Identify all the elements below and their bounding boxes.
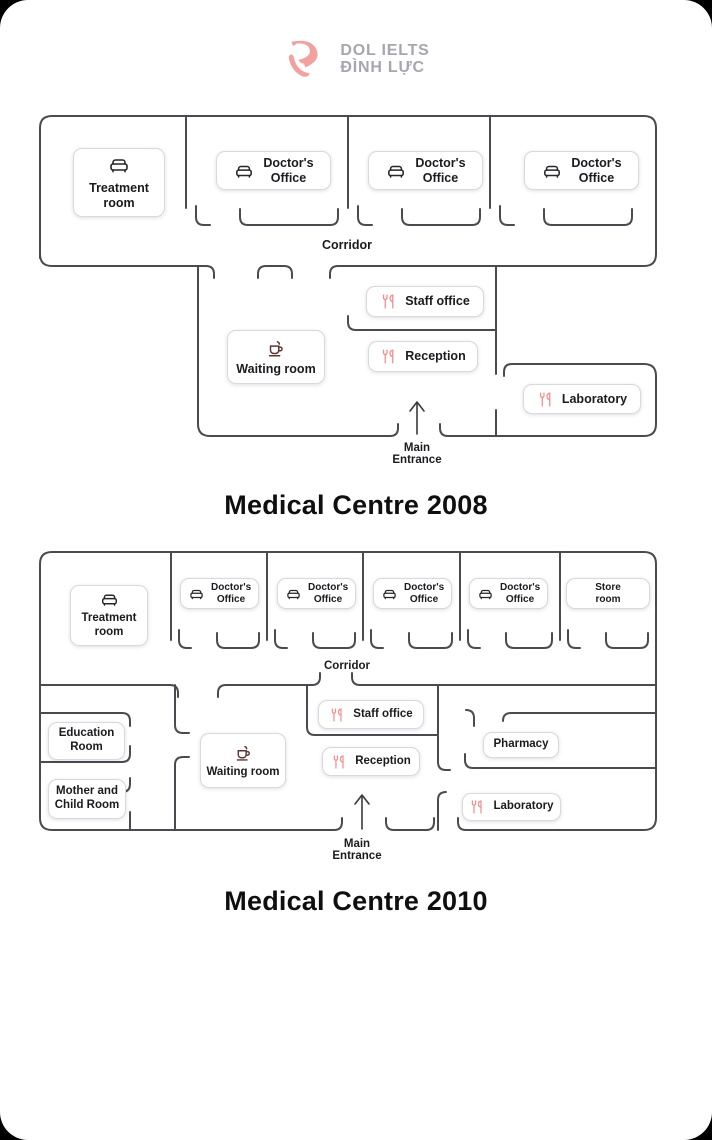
room-label-text: Mother and Child Room bbox=[54, 785, 120, 811]
room-label-text: Doctor's Office bbox=[308, 581, 349, 605]
brand-line2: ĐÌNH LỰC bbox=[340, 59, 425, 76]
room-label-store-room-2010: Store room bbox=[566, 578, 650, 609]
cutlery-icon bbox=[331, 754, 347, 770]
room-label-text: Doctor's Office bbox=[263, 155, 314, 185]
brand-name: DOL IELTS ĐÌNH LỰC bbox=[340, 42, 429, 76]
couch-icon bbox=[285, 587, 302, 601]
room-label-doctors-office-4-2010: Doctor's Office bbox=[469, 578, 548, 609]
corridor-label-2010: Corridor bbox=[324, 660, 370, 672]
room-label-text: Doctor's Office bbox=[211, 581, 252, 605]
brand-line1: DOL IELTS bbox=[340, 42, 430, 59]
room-label-treatment-2008: Treatment room bbox=[73, 148, 165, 217]
room-label-text: Pharmacy bbox=[493, 738, 549, 751]
main-entrance-label-2008: Main Entrance bbox=[392, 442, 442, 466]
room-label-reception-2010: Reception bbox=[322, 747, 420, 776]
room-label-text: Doctor's Office bbox=[500, 581, 541, 605]
coffee-cup-icon bbox=[264, 337, 288, 359]
room-label-text: Treatment room bbox=[81, 612, 137, 638]
room-label-text: Waiting room bbox=[206, 765, 280, 778]
cutlery-icon bbox=[537, 391, 554, 408]
main-entrance-label-2010: Main Entrance bbox=[332, 838, 382, 862]
room-label-text: Education Room bbox=[58, 727, 115, 753]
room-label-doctors-office-2-2010: Doctor's Office bbox=[277, 578, 356, 609]
cutlery-icon bbox=[469, 799, 485, 815]
couch-icon bbox=[385, 162, 407, 180]
room-label-education-room-2010: Education Room bbox=[48, 722, 125, 760]
map-title-2010: Medical Centre 2010 bbox=[224, 886, 488, 916]
room-label-waiting-room-2010: Waiting room bbox=[200, 733, 286, 788]
map-title-2008: Medical Centre 2008 bbox=[224, 490, 488, 520]
couch-icon bbox=[477, 587, 494, 601]
room-label-staff-office-2010: Staff office bbox=[318, 700, 424, 729]
couch-icon bbox=[233, 162, 255, 180]
room-label-doctors-office-2-2008: Doctor's Office bbox=[368, 151, 483, 190]
couch-icon bbox=[188, 587, 205, 601]
coffee-cup-icon bbox=[232, 742, 255, 763]
room-label-text: Waiting room bbox=[236, 362, 316, 377]
couch-icon bbox=[541, 162, 563, 180]
floorplan-2010-walls bbox=[39, 551, 657, 831]
room-label-text: Treatment room bbox=[89, 180, 149, 210]
couch-icon bbox=[107, 155, 131, 175]
room-label-text: Laboratory bbox=[561, 391, 628, 406]
room-label-doctors-office-3-2010: Doctor's Office bbox=[373, 578, 452, 609]
cutlery-icon bbox=[329, 707, 345, 723]
brand-logo: DOL IELTS ĐÌNH LỰC bbox=[0, 36, 712, 82]
room-label-text: Doctor's Office bbox=[404, 581, 445, 605]
room-label-pharmacy-2010: Pharmacy bbox=[483, 732, 559, 758]
dol-logo-icon bbox=[289, 40, 318, 77]
room-label-text: Staff office bbox=[353, 707, 413, 720]
cutlery-icon bbox=[380, 293, 397, 310]
room-label-doctors-office-3-2008: Doctor's Office bbox=[524, 151, 639, 190]
room-label-mother-child-room-2010: Mother and Child Room bbox=[48, 779, 126, 819]
room-label-laboratory-2008: Laboratory bbox=[523, 384, 641, 414]
couch-icon bbox=[381, 587, 398, 601]
floorplan-2008-walls bbox=[39, 115, 657, 437]
room-label-text: Laboratory bbox=[493, 800, 554, 813]
cutlery-icon bbox=[380, 348, 397, 365]
room-label-doctors-office-1-2010: Doctor's Office bbox=[180, 578, 259, 609]
room-label-text: Reception bbox=[355, 754, 411, 767]
room-label-doctors-office-1-2008: Doctor's Office bbox=[216, 151, 331, 190]
room-label-treatment-2010: Treatment room bbox=[70, 585, 148, 646]
room-label-laboratory-2010: Laboratory bbox=[462, 793, 561, 821]
room-label-text: Store room bbox=[595, 581, 621, 605]
room-label-staff-office-2008: Staff office bbox=[366, 286, 484, 317]
room-label-reception-2008: Reception bbox=[368, 341, 478, 372]
room-label-waiting-room-2008: Waiting room bbox=[227, 330, 325, 384]
couch-icon bbox=[99, 591, 120, 608]
room-label-text: Doctor's Office bbox=[571, 155, 622, 185]
room-label-text: Reception bbox=[405, 349, 466, 364]
room-label-text: Staff office bbox=[405, 294, 470, 309]
corridor-label-2008: Corridor bbox=[322, 238, 372, 252]
room-label-text: Doctor's Office bbox=[415, 155, 466, 185]
